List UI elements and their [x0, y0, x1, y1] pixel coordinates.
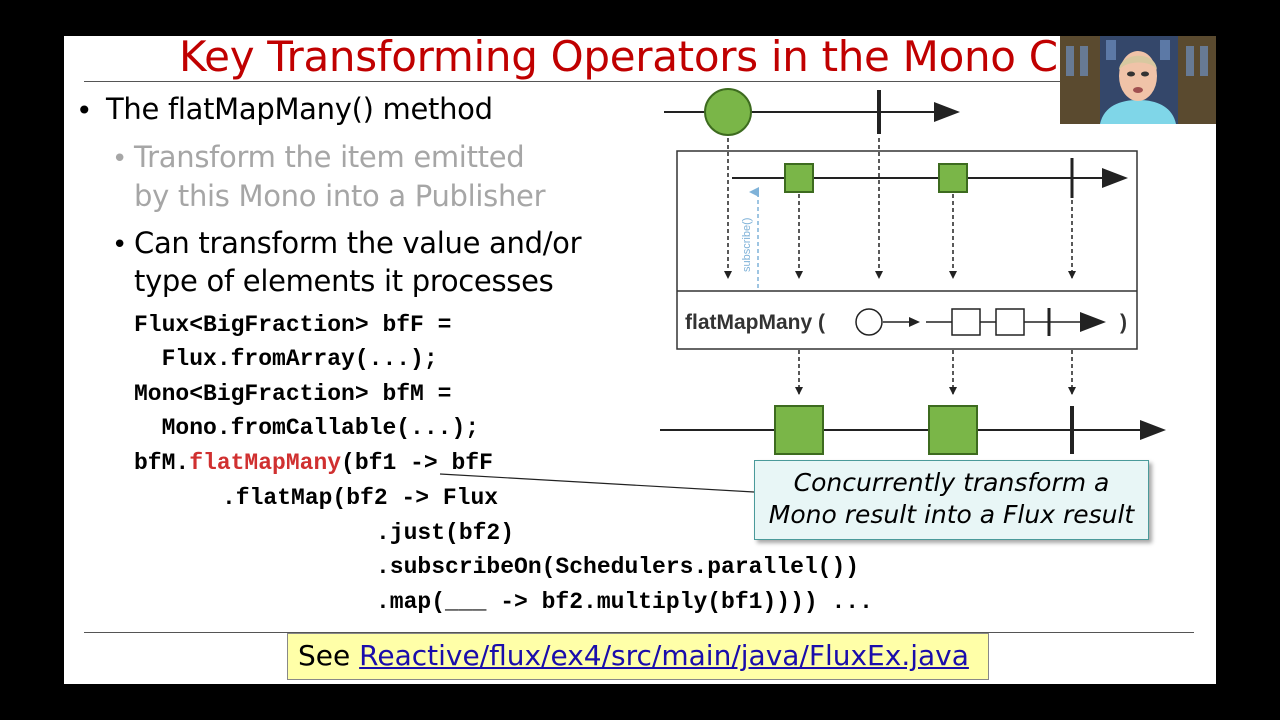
output-flux-timeline [660, 405, 1166, 455]
sub-bullet-2-line1: Can transform the value and/or [134, 226, 582, 260]
callout-line-1: Concurrently transform a [793, 468, 1110, 497]
sub-bullet-1-line2: by this Mono into a Publisher [134, 179, 546, 213]
operator-label: flatMapMany ( [685, 311, 825, 334]
code-lambda: (bf1 -> bfF [341, 450, 493, 476]
sub-bullet-2-line2: type of elements it processes [134, 264, 554, 298]
code-line-4: Mono.fromCallable(...); [134, 415, 480, 441]
mono-timeline [664, 88, 960, 136]
inner-item-square [938, 163, 968, 193]
code-line-1: Flux<BigFraction> bfF = [134, 312, 452, 338]
code-line-3: Mono<BigFraction> bfM = [134, 381, 452, 407]
source-file-link[interactable]: Reactive/flux/ex4/src/main/java/FluxEx.j… [359, 639, 969, 672]
operator-square-icon [995, 308, 1025, 336]
operator-square-icon [951, 308, 981, 336]
sub-bullet-1-line1: Transform the item emitted [134, 140, 525, 174]
output-item-square [774, 405, 824, 455]
bullet-dot: • [76, 94, 93, 127]
inner-item-square [784, 163, 814, 193]
subscribe-label: subscribe() [741, 218, 753, 272]
operator-close-paren: ) [1120, 311, 1127, 334]
bullet-dot: • [112, 144, 128, 174]
operator-circle-icon [855, 308, 883, 336]
see-reference-box: See Reactive/flux/ex4/src/main/java/Flux… [287, 633, 989, 680]
bullet-dot: • [112, 230, 128, 260]
code-line-7: .just(bf2) [376, 520, 515, 546]
slide: Key Transforming Operators in the Mono C… [64, 36, 1216, 684]
code-highlight-flatmapmany: flatMapMany [189, 450, 342, 476]
timeline-arrow-icon [934, 102, 960, 122]
slide-title: Key Transforming Operators in the Mono C… [179, 36, 1095, 81]
code-receiver: bfM. [134, 450, 190, 476]
mono-item-circle [704, 88, 752, 136]
callout-box: Concurrently transform a Mono result int… [754, 460, 1149, 540]
callout-line-2: Mono result into a Flux result [768, 500, 1135, 529]
code-line-9: .map(___ -> bf2.multiply(bf1)))) ... [376, 589, 873, 615]
bullet-main: The flatMapMany() method [106, 92, 493, 126]
code-line-8: .subscribeOn(Schedulers.parallel()) [376, 554, 860, 580]
code-line-5: bfM.flatMapMany(bf1 -> bfF [134, 450, 493, 476]
code-line-6: .flatMap(bf2 -> Flux [222, 485, 499, 511]
operator-box [676, 150, 1138, 350]
presenter-webcam [1060, 36, 1216, 124]
callout-pointer [439, 473, 755, 493]
title-rule [84, 81, 1184, 82]
marble-diagram: subscribe() flatMapMany ( ) [660, 88, 1166, 455]
inner-flux-timeline [732, 158, 1128, 198]
output-item-square [928, 405, 978, 455]
code-line-2: Flux.fromArray(...); [134, 346, 438, 372]
bottom-rule [84, 632, 1194, 633]
see-prefix: See [298, 639, 360, 672]
